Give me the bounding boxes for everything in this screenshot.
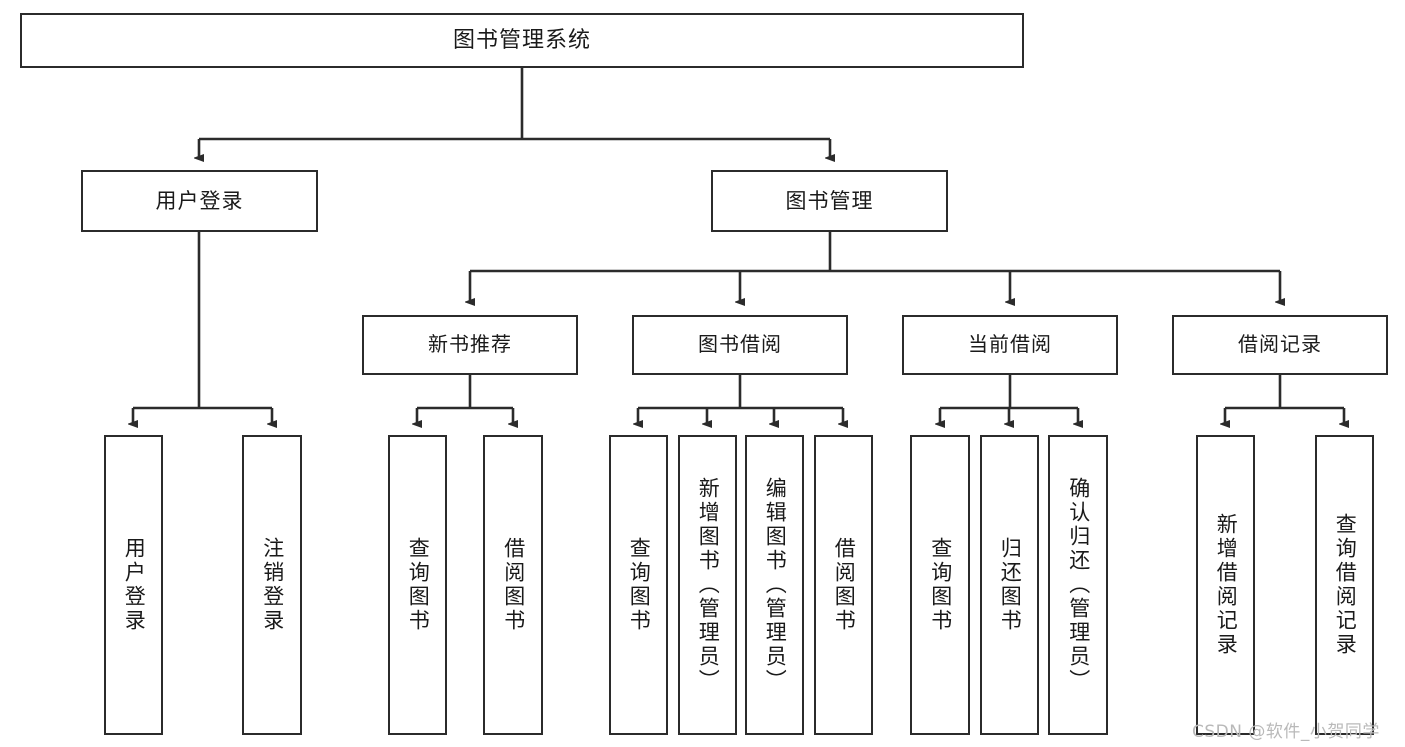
leaf-borrow-book[interactable]: 借阅图书 (814, 435, 873, 735)
leaf-edit-book-admin-label: 编辑图书（管理员） (763, 477, 788, 693)
leaf-confirm-return-admin-label: 确认归还（管理员） (1066, 477, 1091, 693)
node-root-label: 图书管理系统 (452, 27, 591, 53)
leaf-add-borrow-record[interactable]: 新增借阅记录 (1196, 435, 1255, 735)
leaf-query-book-recommend-label: 查询图书 (406, 537, 431, 633)
node-root-system[interactable]: 图书管理系统 (20, 13, 1024, 68)
node-current-borrow[interactable]: 当前借阅 (902, 315, 1118, 375)
node-user-login[interactable]: 用户登录 (81, 170, 318, 232)
leaf-borrow-book-label: 借阅图书 (832, 537, 857, 633)
leaf-confirm-return-admin[interactable]: 确认归还（管理员） (1048, 435, 1108, 735)
leaf-edit-book-admin[interactable]: 编辑图书（管理员） (745, 435, 804, 735)
node-book-management[interactable]: 图书管理 (711, 170, 948, 232)
node-new-book-recommend-label: 新书推荐 (428, 332, 512, 357)
leaf-user-login[interactable]: 用户登录 (104, 435, 163, 735)
leaf-query-book-borrow[interactable]: 查询图书 (609, 435, 668, 735)
leaf-query-borrow-record-label: 查询借阅记录 (1333, 513, 1358, 657)
leaf-user-login-label: 用户登录 (122, 537, 147, 633)
node-new-book-recommend[interactable]: 新书推荐 (362, 315, 578, 375)
leaf-return-book-label: 归还图书 (998, 537, 1023, 633)
leaf-logout[interactable]: 注销登录 (242, 435, 302, 735)
leaf-query-book-current-label: 查询图书 (928, 537, 953, 633)
node-current-borrow-label: 当前借阅 (968, 332, 1052, 357)
leaf-add-borrow-record-label: 新增借阅记录 (1214, 513, 1239, 657)
leaf-query-book-borrow-label: 查询图书 (627, 537, 652, 633)
leaf-add-book-admin-label: 新增图书（管理员） (696, 477, 721, 693)
node-book-borrow[interactable]: 图书借阅 (632, 315, 848, 375)
leaf-return-book[interactable]: 归还图书 (980, 435, 1039, 735)
node-user-login-label: 用户登录 (155, 188, 244, 213)
node-book-borrow-label: 图书借阅 (698, 332, 782, 357)
leaf-add-book-admin[interactable]: 新增图书（管理员） (678, 435, 737, 735)
leaf-query-book-recommend[interactable]: 查询图书 (388, 435, 447, 735)
node-book-management-label: 图书管理 (785, 188, 874, 213)
leaf-borrow-book-recommend[interactable]: 借阅图书 (483, 435, 543, 735)
leaf-query-book-current[interactable]: 查询图书 (910, 435, 970, 735)
leaf-borrow-book-recommend-label: 借阅图书 (501, 537, 526, 633)
node-borrow-record-label: 借阅记录 (1238, 332, 1322, 357)
leaf-logout-label: 注销登录 (260, 537, 285, 633)
leaf-query-borrow-record[interactable]: 查询借阅记录 (1315, 435, 1374, 735)
node-borrow-record[interactable]: 借阅记录 (1172, 315, 1388, 375)
